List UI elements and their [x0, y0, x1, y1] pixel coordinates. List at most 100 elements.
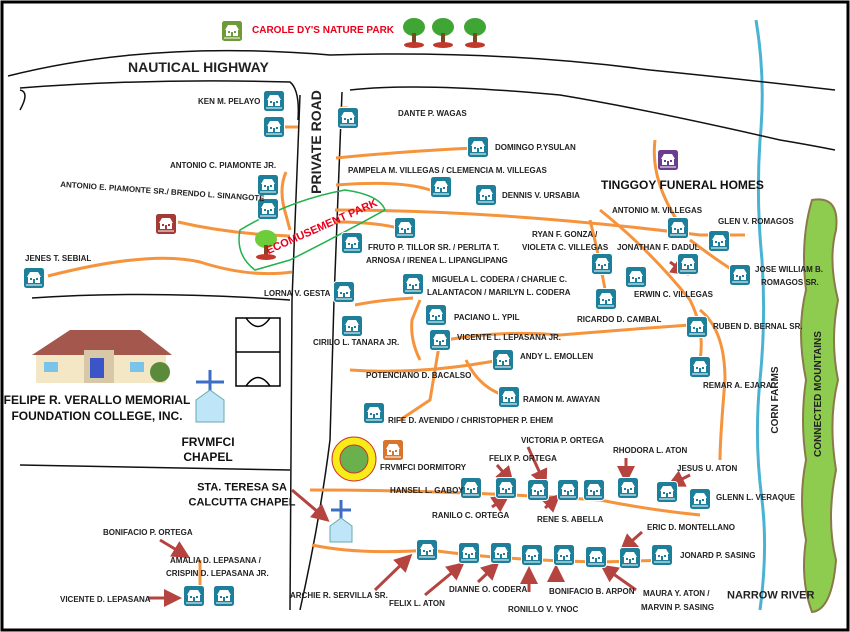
house-icon: [625, 266, 647, 288]
sta-teresa-label-2: CALCUTTA CHAPEL: [188, 496, 296, 509]
house-icon: [394, 217, 416, 239]
house-icon: [686, 316, 708, 338]
resident-label: JONATHAN F. DADUL: [617, 243, 700, 252]
house-icon: [498, 386, 520, 408]
house-icon: [651, 544, 673, 566]
chapel-label-2: CHAPEL: [183, 450, 233, 464]
resident-label: FRUTO P. TILLOR SR. / PERLITA T.: [368, 243, 500, 252]
house-icon: [155, 213, 177, 235]
resident-label: DOMINGO P.YSULAN: [495, 143, 576, 152]
private-road-label: PRIVATE ROAD: [308, 90, 324, 194]
dormitory-label: FRVMFCI DORMITORY: [380, 463, 467, 472]
house-icon: [221, 20, 243, 42]
house-icon: [492, 349, 514, 371]
house-icon: [263, 90, 285, 112]
house-icon: [557, 479, 579, 501]
resident-label: ANTONIO C. PIAMONTE JR.: [170, 161, 277, 170]
house-icon: [591, 253, 613, 275]
house-icon: [521, 544, 543, 566]
house-icon: [657, 149, 679, 171]
house-icon: [382, 439, 404, 461]
resident-label: VICENTE D. LEPASANA: [60, 595, 151, 604]
house-icon: [677, 253, 699, 275]
resident-label: BONIFACIO P. ORTEGA: [103, 528, 193, 537]
funeral-home-label: TINGGOY FUNERAL HOMES: [601, 178, 764, 192]
house-icon: [402, 273, 424, 295]
resident-label: GLENN L. VERAQUE: [716, 493, 796, 502]
resident-label: FELIX P. ORTEGA: [489, 454, 557, 463]
resident-label: RYAN F. GONZA /: [532, 230, 598, 239]
resident-label: RAMON M. AWAYAN: [523, 395, 600, 404]
house-icon: [495, 477, 517, 499]
college-label-2: FOUNDATION COLLEGE, INC.: [11, 409, 183, 423]
resident-label: VIOLETA C. VILLEGAS: [522, 243, 609, 252]
resident-label: KEN M. PELAYO: [198, 97, 261, 106]
narrow-river-label: NARROW RIVER: [727, 589, 815, 602]
resident-label: CRISPIN D. LEPASANA JR.: [166, 569, 269, 578]
chapel-label-1: FRVMFCI: [181, 435, 235, 449]
resident-label: ERIC D. MONTELLANO: [647, 523, 735, 532]
house-icon: [656, 481, 678, 503]
resident-label: ERWIN C. VILLEGAS: [634, 290, 713, 299]
house-icon: [416, 539, 438, 561]
house-icon: [689, 488, 711, 510]
resident-label: REMAR A. EJARA: [703, 381, 772, 390]
house-icon: [553, 544, 575, 566]
resident-label: AMALIA D. LEPASANA /: [170, 556, 261, 565]
frvmfci-chapel-icon: [195, 370, 225, 423]
resident-label: DANTE P. WAGAS: [398, 109, 467, 118]
sta-teresa-chapel-icon: [329, 500, 353, 543]
house-icon: [183, 585, 205, 607]
barangay-seal: [331, 436, 377, 482]
resident-label: JOSE WILLIAM B.: [755, 265, 823, 274]
resident-label: HANSEL L. GABOY: [390, 486, 464, 495]
house-icon: [619, 547, 641, 569]
resident-label: RHODORA L. ATON: [613, 446, 688, 455]
resident-label: ANTONIO M. VILLEGAS: [612, 206, 703, 215]
resident-label: GLEN V. ROMAGOS: [718, 217, 794, 226]
resident-label: VICTORIA P. ORTEGA: [521, 436, 604, 445]
house-icon: [527, 479, 549, 501]
resident-label: ROMAGOS SR.: [761, 278, 819, 287]
resident-label: LORNA V. GESTA: [264, 289, 331, 298]
river-line: [754, 19, 767, 611]
resident-label: RUBEN D. BERNAL SR.: [713, 322, 803, 331]
house-icon: [490, 542, 512, 564]
house-icon: [257, 174, 279, 196]
resident-label: JESUS U. ATON: [677, 464, 738, 473]
resident-label: JONARD P. SASING: [680, 551, 756, 560]
resident-label: POTENCIANO D. BACALSO: [366, 371, 472, 380]
college-building-icon: [32, 330, 172, 383]
basketball-court: [235, 317, 281, 387]
house-icon: [213, 585, 235, 607]
nautical-highway-label: NAUTICAL HIGHWAY: [128, 59, 269, 75]
resident-label: VICENTE L. LEPASANA JR.: [457, 333, 562, 342]
house-icon: [341, 315, 363, 337]
house-icon: [585, 546, 607, 568]
resident-label: MAURA Y. ATON /: [643, 589, 710, 598]
map-title: CAROLE DY'S NATURE PARK: [252, 25, 395, 36]
resident-label: MARVIN P. SASING: [641, 603, 715, 612]
resident-label: RICARDO D. CAMBAL: [577, 315, 662, 324]
resident-label: MIGUELA L. CODERA / CHARLIE C.: [432, 275, 567, 284]
resident-label: ANDY L. EMOLLEN: [520, 352, 594, 361]
house-icon: [429, 329, 451, 351]
house-icon: [708, 230, 730, 252]
resident-label: RANILO C. ORTEGA: [432, 511, 510, 520]
house-icon: [363, 402, 385, 424]
house-icon: [425, 304, 447, 326]
mountains-label: CONNECTED MOUNTAINS: [813, 331, 824, 457]
ecomusement-park-outline: [238, 189, 386, 271]
resident-label: ARCHIE R. SERVILLA SR.: [290, 591, 388, 600]
resident-label: DIANNE O. CODERA: [449, 585, 528, 594]
house-icon: [667, 217, 689, 239]
house-icon: [257, 198, 279, 220]
house-icon: [617, 477, 639, 499]
house-icon: [23, 267, 45, 289]
sta-teresa-label-1: STA. TERESA SA: [197, 481, 287, 494]
house-icon: [460, 477, 482, 499]
resident-label: FELIX L. ATON: [389, 599, 445, 608]
